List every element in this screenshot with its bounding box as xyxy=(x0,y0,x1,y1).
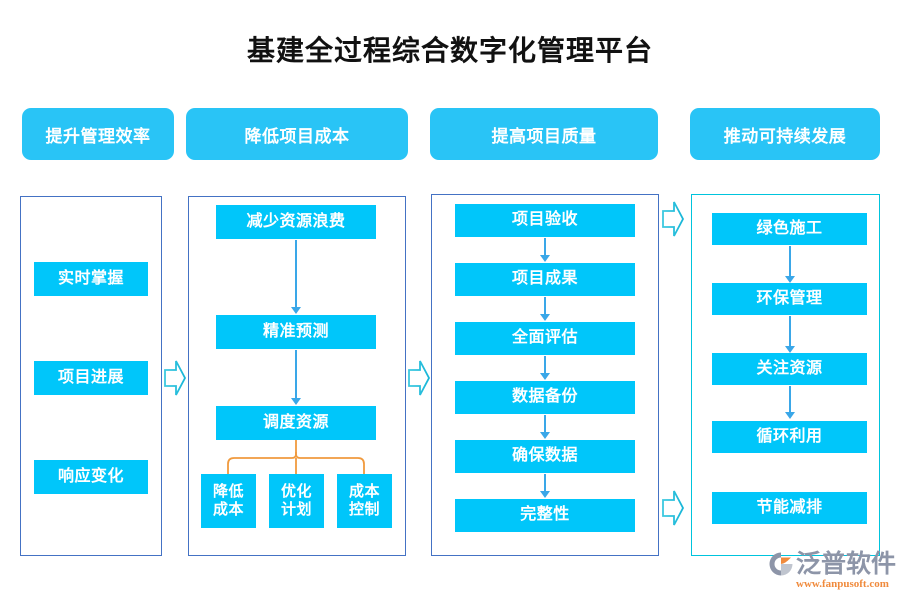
arrow-head xyxy=(291,307,301,314)
node-label: 精准预测 xyxy=(262,322,329,340)
logo-text: 泛普软件 www.fanpusoft.com xyxy=(796,551,896,591)
node-label: 实时掌握 xyxy=(57,269,124,287)
node-label: 确保数据 xyxy=(511,447,578,465)
node-label: 完整性 xyxy=(520,506,570,524)
header-pill-label: 提升管理效率 xyxy=(45,126,151,146)
arrow-shaft xyxy=(544,356,546,374)
header-pill-label: 提高项目质量 xyxy=(491,126,597,146)
node-quality-1[interactable]: 项目验收 xyxy=(455,204,635,237)
down-arrow-sustainability-1-2 xyxy=(783,246,797,283)
node-sustainability-1[interactable]: 绿色施工 xyxy=(712,213,867,245)
node-label-line2: 控制 xyxy=(348,501,380,518)
arrow-shaft xyxy=(295,240,297,308)
node-label: 项目成果 xyxy=(511,270,578,288)
node-label: 调度资源 xyxy=(262,413,329,431)
arrow-head xyxy=(785,346,795,353)
node-sustainability-5[interactable]: 节能减排 xyxy=(712,492,867,524)
arrow-shaft xyxy=(544,415,546,433)
flow-arrow-cost-to-quality xyxy=(407,357,431,399)
node-cost-3[interactable]: 调度资源 xyxy=(216,406,376,440)
node-cost-2[interactable]: 精准预测 xyxy=(216,315,376,349)
node-label: 绿色施工 xyxy=(756,219,823,237)
column-frame-sustainability xyxy=(691,194,880,556)
node-label: 循环利用 xyxy=(756,427,823,445)
header-pill-quality[interactable]: 提高项目质量 xyxy=(430,108,658,160)
down-arrow-sustainability-3-4 xyxy=(783,386,797,419)
node-label: 减少资源浪费 xyxy=(246,212,346,230)
node-label: 项目进展 xyxy=(57,368,124,386)
node-label: 数据备份 xyxy=(511,388,578,406)
down-arrow-quality-1-2 xyxy=(538,238,552,262)
arrow-head xyxy=(291,398,301,405)
header-pill-efficiency[interactable]: 提升管理效率 xyxy=(22,108,174,160)
down-arrow-quality-4-5 xyxy=(538,415,552,439)
node-quality-4[interactable]: 数据备份 xyxy=(455,381,635,414)
arrow-head xyxy=(540,314,550,321)
node-quality-3[interactable]: 全面评估 xyxy=(455,322,635,355)
arrow-shaft xyxy=(544,474,546,492)
down-arrow-quality-5-6 xyxy=(538,474,552,498)
fanpu-logo-mark xyxy=(769,552,793,576)
node-cost-sub-1[interactable]: 降低 成本 xyxy=(201,474,256,528)
down-arrow-quality-2-3 xyxy=(538,297,552,321)
node-label: 节能减排 xyxy=(756,498,823,516)
arrow-shaft xyxy=(789,386,791,413)
down-arrow-cost-2-3 xyxy=(289,350,303,405)
node-label: 响应变化 xyxy=(57,467,124,485)
branch-bracket-cost xyxy=(206,440,386,476)
node-efficiency-1[interactable]: 实时掌握 xyxy=(34,262,148,296)
header-pill-label: 推动可持续发展 xyxy=(723,126,847,146)
node-cost-sub-3[interactable]: 成本 控制 xyxy=(337,474,392,528)
arrow-head xyxy=(785,412,795,419)
node-label: 项目验收 xyxy=(511,211,578,229)
flow-arrow-quality-to-sustainability-top xyxy=(661,198,685,240)
down-arrow-quality-3-4 xyxy=(538,356,552,380)
node-quality-6[interactable]: 完整性 xyxy=(455,499,635,532)
node-label-line2: 成本 xyxy=(212,501,244,518)
down-arrow-cost-1-2 xyxy=(289,240,303,314)
arrow-shaft xyxy=(789,246,791,277)
node-efficiency-2[interactable]: 项目进展 xyxy=(34,361,148,395)
node-label-line1: 降低 xyxy=(212,483,244,500)
node-cost-1[interactable]: 减少资源浪费 xyxy=(216,205,376,239)
down-arrow-sustainability-2-3 xyxy=(783,316,797,353)
column-frame-quality xyxy=(431,194,659,556)
arrow-head xyxy=(540,491,550,498)
node-efficiency-3[interactable]: 响应变化 xyxy=(34,460,148,494)
node-quality-5[interactable]: 确保数据 xyxy=(455,440,635,473)
arrow-head xyxy=(540,373,550,380)
arrow-shaft xyxy=(544,238,546,256)
arrow-shaft xyxy=(789,316,791,347)
arrow-head xyxy=(785,276,795,283)
node-label-line2: 计划 xyxy=(280,501,312,518)
node-cost-sub-2[interactable]: 优化 计划 xyxy=(269,474,324,528)
node-label: 环保管理 xyxy=(756,289,823,307)
header-pill-sustainability[interactable]: 推动可持续发展 xyxy=(690,108,880,160)
flow-arrow-quality-to-sustainability-bottom xyxy=(661,487,685,529)
arrow-head xyxy=(540,432,550,439)
node-label: 全面评估 xyxy=(511,329,578,347)
node-sustainability-2[interactable]: 环保管理 xyxy=(712,283,867,315)
node-label-line1: 优化 xyxy=(280,483,312,500)
header-pill-cost[interactable]: 降低项目成本 xyxy=(186,108,408,160)
node-sustainability-4[interactable]: 循环利用 xyxy=(712,421,867,453)
arrow-head xyxy=(540,255,550,262)
node-quality-2[interactable]: 项目成果 xyxy=(455,263,635,296)
logo-company-name: 泛普软件 xyxy=(796,550,897,578)
column-frame-efficiency xyxy=(20,196,162,556)
page-title: 基建全过程综合数字化管理平台 xyxy=(246,35,653,66)
column-frame-cost xyxy=(188,196,406,556)
logo-website-url: www.fanpusoft.com xyxy=(796,578,889,590)
arrow-shaft xyxy=(295,350,297,399)
brand-logo[interactable]: 泛普软件 www.fanpusoft.com xyxy=(768,551,896,591)
node-label-line1: 成本 xyxy=(348,483,380,500)
arrow-shaft xyxy=(544,297,546,315)
node-sustainability-3[interactable]: 关注资源 xyxy=(712,353,867,385)
node-label: 关注资源 xyxy=(756,359,823,377)
flow-arrow-efficiency-to-cost xyxy=(163,357,187,399)
header-pill-label: 降低项目成本 xyxy=(244,126,350,146)
